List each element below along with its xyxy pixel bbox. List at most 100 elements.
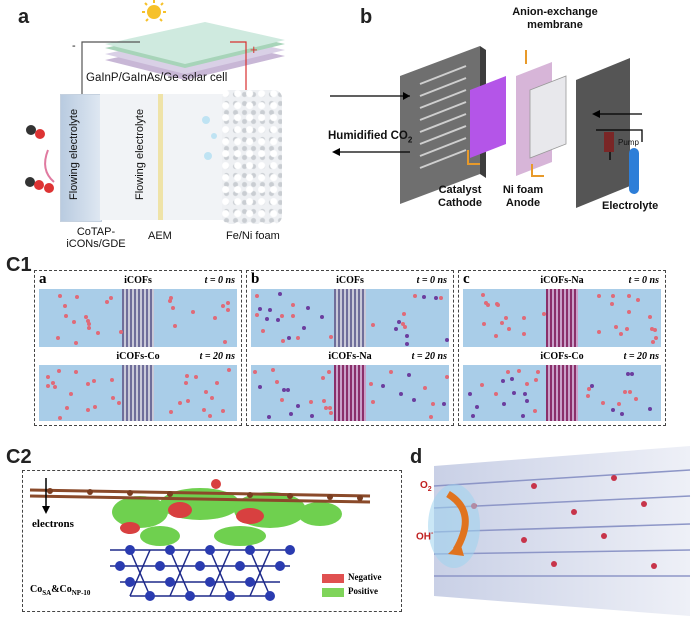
sim-top-cof-wall [334, 289, 366, 347]
plus-label: + [250, 42, 258, 57]
ion [611, 408, 616, 413]
ion [601, 400, 606, 405]
aem-membrane [158, 94, 163, 220]
ion [371, 323, 376, 328]
ion [280, 398, 285, 403]
ion [184, 380, 189, 385]
ion [56, 335, 61, 340]
ion [110, 396, 115, 401]
sim-top-time: t = 0 ns [628, 275, 659, 286]
ion [503, 316, 508, 321]
ion [444, 338, 449, 343]
ion [610, 302, 615, 307]
catalyst-cathode-label: Catalyst Cathode [438, 184, 482, 209]
ion [533, 409, 537, 414]
ion [648, 407, 653, 412]
ion [274, 380, 279, 385]
ion [93, 404, 98, 409]
sim-top-title: iCOFs-Na [540, 275, 584, 286]
ion [306, 305, 311, 310]
ion [596, 294, 601, 299]
ion [194, 374, 199, 379]
ion [214, 380, 219, 385]
ion [652, 328, 657, 333]
ion [505, 370, 510, 375]
pump-label: Pump [618, 138, 639, 147]
ion [369, 382, 374, 387]
ion [524, 398, 529, 403]
ion [226, 308, 231, 313]
ion [190, 309, 195, 314]
legend-positive-label: Positive [348, 586, 378, 596]
ion [167, 298, 172, 303]
ion [288, 412, 293, 417]
ion [470, 413, 475, 418]
panel-c2-letter: C2 [6, 446, 32, 468]
ion [481, 293, 486, 298]
o2-subscript: 2 [427, 486, 432, 493]
ion [438, 296, 443, 301]
ion [322, 399, 327, 404]
o2-label: O2 [420, 480, 432, 493]
ion [226, 301, 231, 306]
ion [220, 303, 225, 308]
ion [56, 369, 61, 373]
ion [319, 314, 324, 319]
ion [389, 369, 394, 374]
panel-d-letter: d [410, 446, 423, 468]
legend-negative-swatch [322, 574, 344, 583]
caption-co: Co [30, 584, 43, 595]
ion [71, 320, 76, 325]
panel-c1-letter: C1 [6, 254, 32, 276]
ion [275, 317, 280, 322]
circuit-wires [81, 41, 247, 98]
ion [524, 382, 529, 387]
ion [117, 400, 122, 405]
ion [265, 317, 270, 322]
ion [649, 326, 654, 331]
ion [280, 313, 285, 318]
ion [85, 407, 90, 412]
ion [422, 386, 427, 391]
ion [613, 325, 618, 329]
legend-positive-swatch [322, 588, 344, 597]
ion [619, 331, 624, 336]
ion [511, 391, 516, 396]
ion [493, 391, 498, 396]
ion [96, 331, 101, 336]
ion [278, 292, 283, 297]
ion [329, 335, 334, 340]
ion [494, 333, 499, 338]
ion [585, 394, 590, 399]
ion [517, 368, 522, 373]
ion [433, 295, 438, 300]
ion [108, 295, 113, 300]
flow-label-2: Flowing electrolyte [134, 108, 146, 200]
ion [51, 381, 56, 386]
ion [84, 314, 89, 319]
ion [185, 374, 190, 379]
humidified-subscript: 2 [407, 135, 413, 145]
ion [623, 389, 627, 394]
panel-b-letter: b [360, 6, 373, 28]
ion [268, 308, 273, 313]
ion [398, 392, 403, 397]
ion [610, 294, 615, 299]
sim-letter: a [39, 271, 47, 287]
ion [202, 408, 207, 413]
sim-top-time: t = 0 ns [416, 275, 447, 286]
minus-label: - [72, 40, 76, 52]
ion [445, 374, 450, 379]
sim-bottom-cof-wall [546, 365, 578, 421]
ion [287, 335, 292, 340]
ion [207, 414, 212, 419]
ion [85, 382, 90, 387]
ion [486, 302, 491, 307]
ion [308, 399, 313, 404]
sim-bot-title: iCOFs-Co [116, 351, 160, 362]
ion [223, 340, 228, 345]
fe-ni-foam [222, 90, 282, 224]
ion [628, 389, 633, 394]
ion [404, 341, 409, 346]
ion [281, 339, 286, 344]
